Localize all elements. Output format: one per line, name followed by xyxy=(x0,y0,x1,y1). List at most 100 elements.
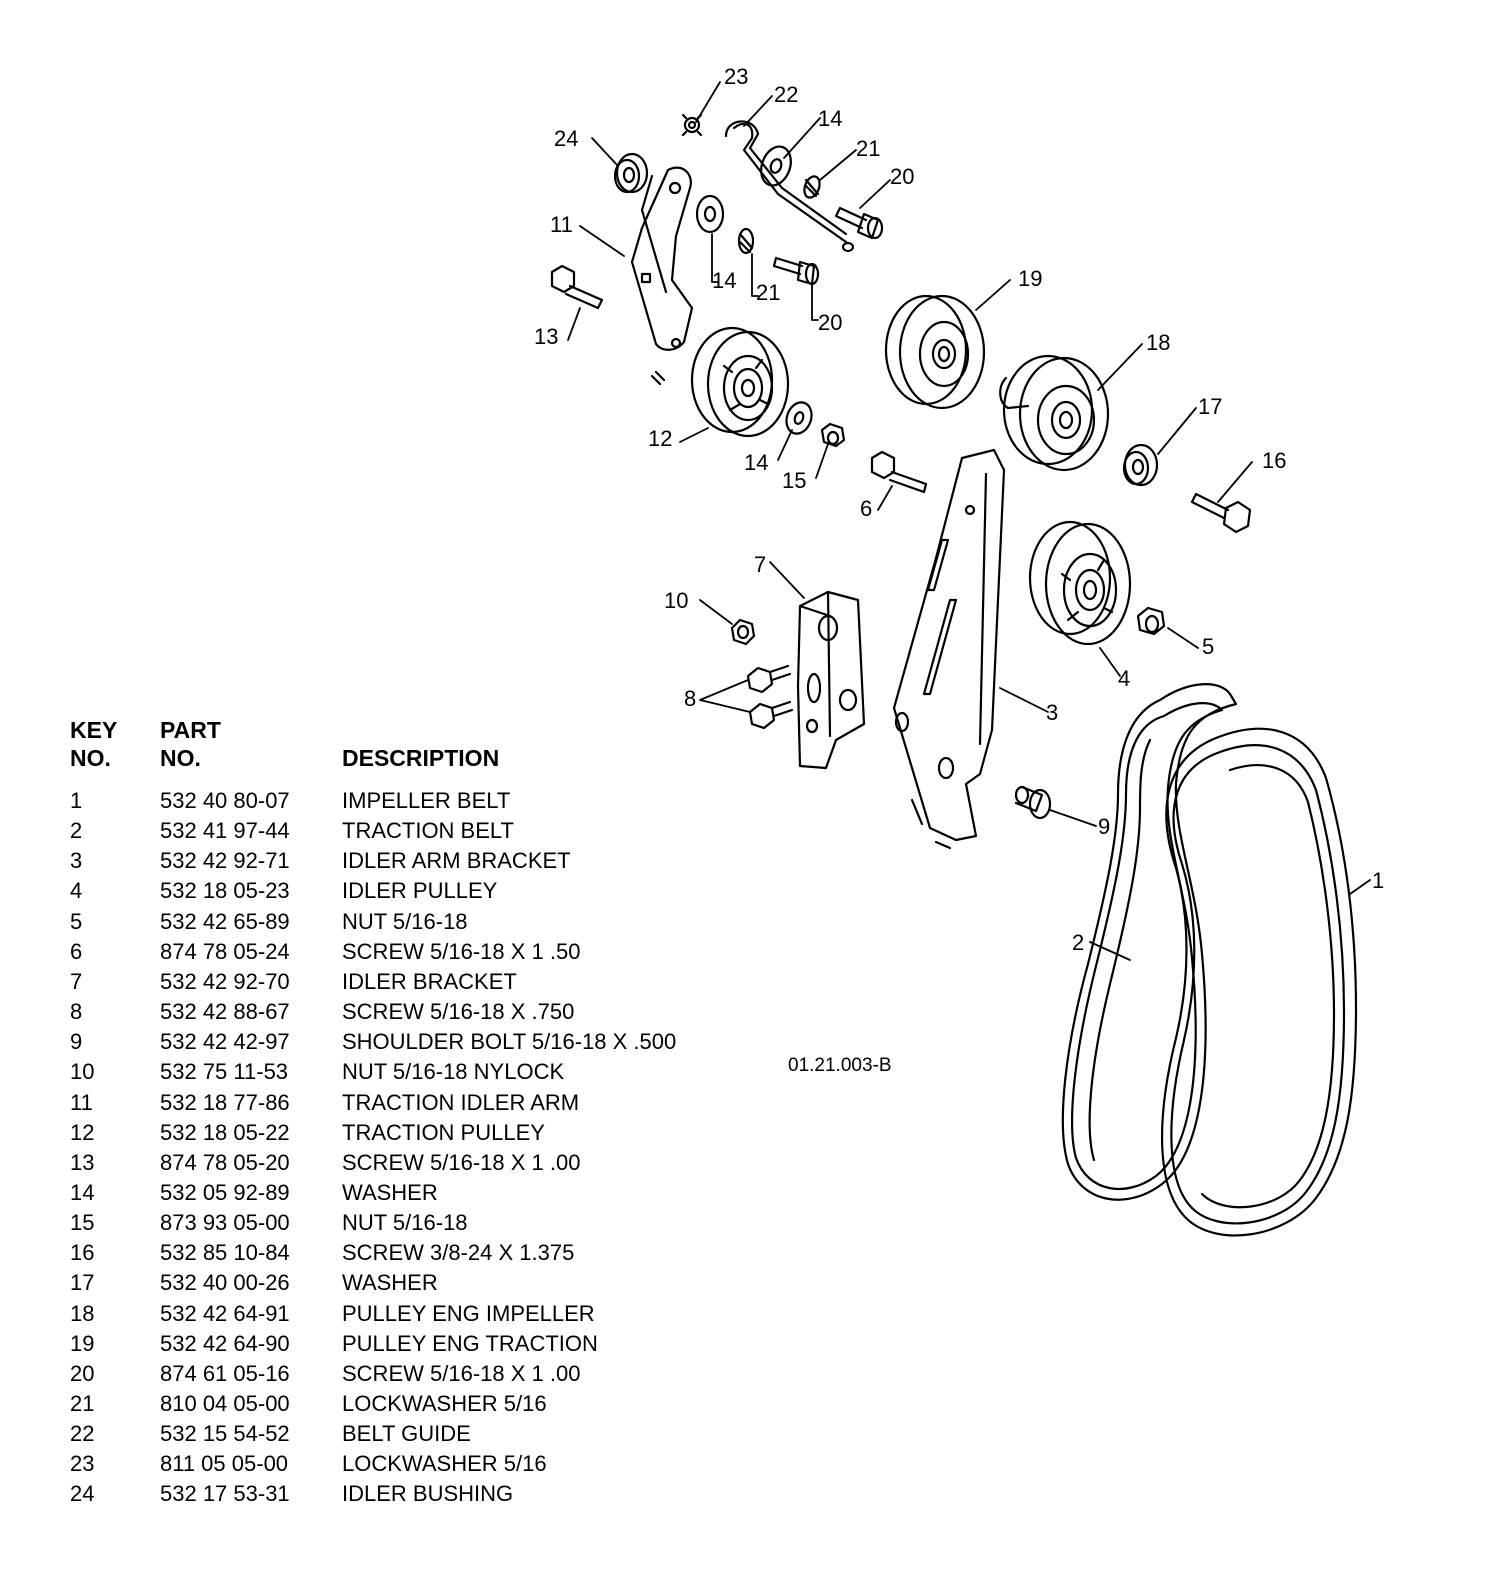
callout-6: 6 xyxy=(860,496,872,521)
part-number-cell: 811 05 05-00 xyxy=(160,1451,289,1477)
part-14-washer-lower xyxy=(785,401,813,435)
part-number-cell: 532 42 92-70 xyxy=(160,968,290,994)
key-cell: 7 xyxy=(70,968,83,994)
part-19-pulley-eng-traction xyxy=(884,294,986,410)
part-16-screw xyxy=(1190,492,1252,534)
part-number-cell: 532 18 77-86 xyxy=(160,1089,290,1115)
callout-14: 14 xyxy=(818,106,842,131)
callout-9: 9 xyxy=(1098,814,1110,839)
description-cell: WASHER xyxy=(342,1270,438,1296)
description-cell: TRACTION IDLER ARM xyxy=(342,1089,580,1115)
callout-19: 19 xyxy=(1018,266,1042,291)
part-20-screw-top xyxy=(834,206,884,240)
callout-21: 21 xyxy=(756,280,780,305)
part-18-pulley-eng-impeller xyxy=(999,354,1110,472)
header-key-line2: NO. xyxy=(70,745,111,771)
key-cell: 10 xyxy=(70,1059,95,1085)
part-number-cell: 532 18 05-23 xyxy=(160,878,290,904)
key-cell: 2 xyxy=(70,818,83,844)
key-cell: 19 xyxy=(70,1330,95,1356)
callout-20: 20 xyxy=(818,310,842,335)
key-cell: 16 xyxy=(70,1240,95,1266)
description-cell: TRACTION BELT xyxy=(342,818,514,844)
description-cell: BELT GUIDE xyxy=(342,1421,471,1447)
description-cell: IDLER PULLEY xyxy=(342,878,498,904)
part-number-cell: 532 17 53-31 xyxy=(160,1481,290,1507)
part-number-cell: 532 40 80-07 xyxy=(160,788,290,813)
part-number-cell: 874 78 05-20 xyxy=(160,1149,290,1175)
callout-7: 7 xyxy=(754,552,766,577)
key-cell: 1 xyxy=(70,788,83,813)
callout-12: 12 xyxy=(648,426,672,451)
part-24-idler-bushing xyxy=(613,152,649,194)
part-number-cell: 532 75 11-53 xyxy=(160,1059,289,1085)
description-cell: SCREW 5/16-18 X 1 .50 xyxy=(342,938,581,964)
description-cell: LOCKWASHER 5/16 xyxy=(342,1391,547,1416)
key-cell: 3 xyxy=(70,848,83,874)
key-cell: 12 xyxy=(70,1119,95,1145)
part-number-cell: 810 04 05-00 xyxy=(160,1391,290,1416)
callout-numbers: 23 22 14 21 20 24 11 14 21 20 13 19 18 1… xyxy=(534,64,1384,955)
part-8-screws xyxy=(746,664,794,730)
header-part-line2: NO. xyxy=(160,745,201,771)
part-number-cell: 532 18 05-22 xyxy=(160,1119,290,1145)
key-cell: 17 xyxy=(70,1270,95,1296)
part-14-washer-middle xyxy=(695,194,725,234)
part-number-cell: 532 42 64-91 xyxy=(160,1300,290,1326)
callout-2: 2 xyxy=(1072,930,1084,955)
header-part-line1: PART xyxy=(160,717,221,743)
description-cell: SCREW 5/16-18 X 1 .00 xyxy=(342,1360,581,1386)
part-number-cell: 532 42 88-67 xyxy=(160,999,290,1025)
callout-22: 22 xyxy=(774,82,798,107)
part-number-cell: 532 41 97-44 xyxy=(160,818,290,844)
part-5-nut xyxy=(1136,606,1166,636)
key-cell: 8 xyxy=(70,999,83,1025)
part-number-cell: 532 42 65-89 xyxy=(160,908,290,934)
description-cell: SCREW 5/16-18 X 1 .00 xyxy=(342,1149,581,1175)
part-13-screw xyxy=(550,264,604,310)
description-cell: SCREW 5/16-18 X .750 xyxy=(342,999,575,1025)
callout-16: 16 xyxy=(1262,448,1286,473)
part-9-shoulder-bolt xyxy=(1014,785,1052,820)
callout-20: 20 xyxy=(890,164,914,189)
callout-11: 11 xyxy=(550,212,573,237)
description-cell: IDLER BUSHING xyxy=(342,1481,514,1507)
key-cell: 24 xyxy=(70,1481,95,1507)
part-number-cell: 532 42 42-97 xyxy=(160,1029,290,1055)
part-number-cell: 532 42 64-90 xyxy=(160,1330,290,1356)
part-20-screw-middle xyxy=(772,256,820,286)
key-cell: 4 xyxy=(70,878,83,904)
part-number-cell: 874 61 05-16 xyxy=(160,1360,290,1386)
part-11-traction-idler-arm xyxy=(630,166,694,386)
description-cell: LOCKWASHER 5/16 xyxy=(342,1451,547,1477)
callout-5: 5 xyxy=(1202,634,1214,659)
part-number-cell: 532 15 54-52 xyxy=(160,1421,290,1447)
key-cell: 15 xyxy=(70,1210,95,1236)
part-10-nylock-nut xyxy=(730,618,756,646)
callout-14: 14 xyxy=(744,450,768,475)
diagram-id: 01.21.003-B xyxy=(788,1055,892,1076)
part-17-washer xyxy=(1122,443,1159,487)
description-cell: NUT 5/16-18 xyxy=(342,1210,468,1236)
description-cell: SHOULDER BOLT 5/16-18 X .500 xyxy=(342,1029,677,1055)
part-number-cell: 532 85 10-84 xyxy=(160,1240,290,1266)
part-number-cell: 532 40 00-26 xyxy=(160,1270,290,1296)
header-key-line1: KEY xyxy=(70,717,118,743)
part-14-washer-top xyxy=(760,145,792,187)
description-cell: NUT 5/16-18 xyxy=(342,908,468,934)
part-number-cell: 874 78 05-24 xyxy=(160,938,290,964)
key-cell: 22 xyxy=(70,1421,95,1447)
callout-4: 4 xyxy=(1118,666,1130,691)
callout-8: 8 xyxy=(684,686,696,711)
key-cell: 11 xyxy=(70,1089,93,1115)
part-number-cell: 532 05 92-89 xyxy=(160,1179,290,1205)
callout-23: 23 xyxy=(724,64,748,89)
description-cell: IMPELLER BELT xyxy=(342,788,511,813)
callout-13: 13 xyxy=(534,324,558,349)
part-22-belt-guide xyxy=(724,120,855,253)
part-number-cell: 873 93 05-00 xyxy=(160,1210,290,1236)
description-cell: PULLEY ENG IMPELLER xyxy=(342,1300,595,1326)
part-21-lockwasher-middle xyxy=(737,227,755,255)
part-6-screw xyxy=(870,450,928,494)
